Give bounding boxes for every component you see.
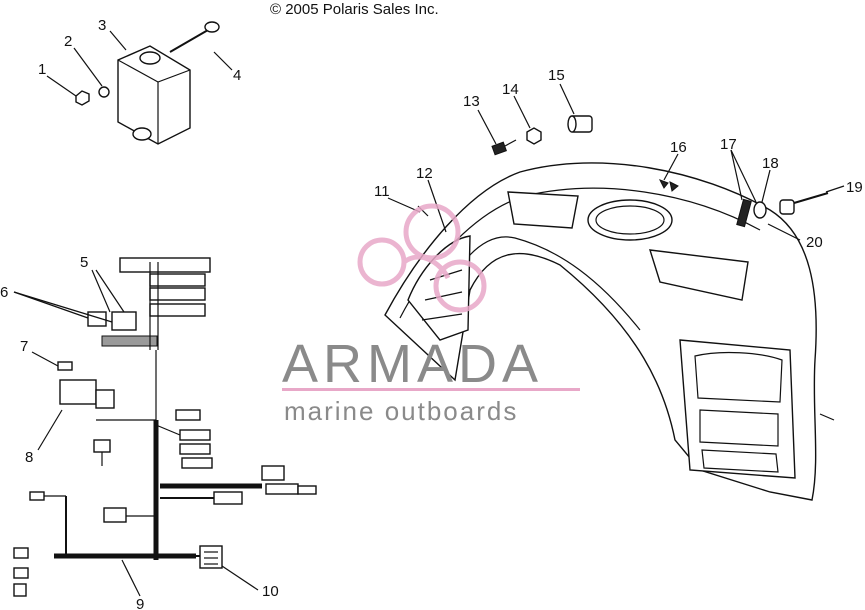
watermark-tagline: marine outboards (284, 396, 518, 426)
callout-12: 12 (416, 165, 433, 182)
callout-7: 7 (20, 338, 28, 355)
copyright-text: © 2005 Polaris Sales Inc. (270, 1, 439, 18)
callout-15: 15 (548, 67, 565, 84)
callout-2: 2 (64, 33, 72, 50)
callout-5: 5 (80, 254, 88, 271)
callout-3: 3 (98, 17, 106, 34)
callout-1: 1 (38, 61, 46, 78)
module-assembly (75, 21, 220, 145)
callout-9: 9 (136, 596, 144, 610)
watermark-logo (357, 203, 487, 313)
callout-17: 17 (720, 136, 737, 153)
leader-lines (13, 30, 845, 597)
wiring-harness (13, 257, 317, 597)
callout-8: 8 (25, 449, 33, 466)
watermark-brand: ARMADA (282, 334, 543, 394)
callout-16: 16 (670, 139, 687, 156)
callout-6: 6 (0, 284, 8, 301)
callout-10: 10 (262, 583, 279, 600)
callout-18: 18 (762, 155, 779, 172)
callout-19: 19 (846, 179, 863, 196)
watermark: ARMADA marine outboards (282, 203, 580, 426)
dash-console (384, 115, 835, 501)
callout-numbers: 1 2 3 4 5 6 7 8 9 10 11 12 13 14 15 16 1… (0, 17, 863, 610)
callout-13: 13 (463, 93, 480, 110)
callout-11: 11 (374, 183, 390, 200)
callout-4: 4 (233, 67, 241, 84)
callout-20: 20 (806, 234, 823, 251)
callout-14: 14 (502, 81, 519, 98)
